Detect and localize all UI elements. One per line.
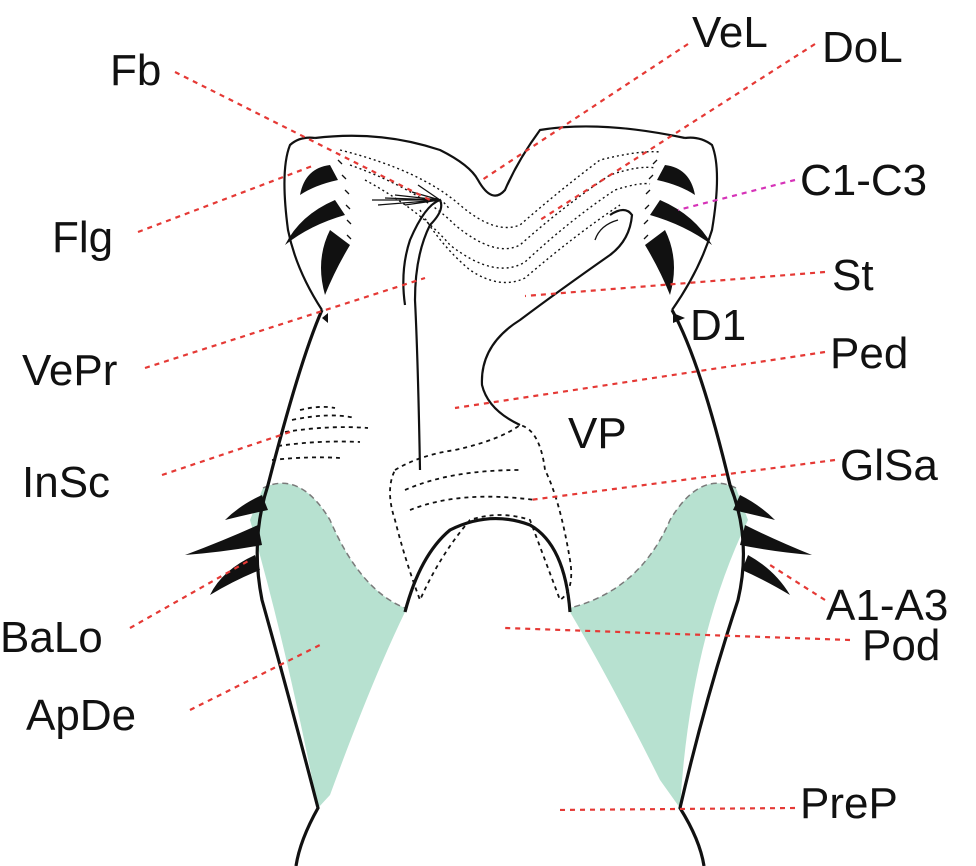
label-flg: Flg xyxy=(52,213,113,262)
apodeme-right-shade xyxy=(570,483,748,808)
label-prep: PreP xyxy=(800,779,898,828)
label-glsa: GlSa xyxy=(840,441,938,490)
ventral-process-stalk xyxy=(403,200,441,470)
hook-c3-right xyxy=(645,230,674,295)
leader-glsa xyxy=(530,460,835,500)
leader-vepr xyxy=(145,278,425,368)
label-st: St xyxy=(832,251,874,300)
velum-dotted-2 xyxy=(350,165,655,249)
label-insc: InSc xyxy=(22,458,110,507)
stylet-inner xyxy=(595,220,618,240)
leader-c1c3 xyxy=(678,180,795,210)
hook-c3-left xyxy=(321,230,350,295)
leader-flg xyxy=(138,165,315,232)
leader-dol xyxy=(540,44,815,220)
insertion-scar-1 xyxy=(300,407,335,410)
velum-top xyxy=(315,126,685,195)
glandular-sac-inner-1 xyxy=(405,470,520,490)
label-apde: ApDe xyxy=(26,691,136,740)
label-fb: Fb xyxy=(110,46,161,95)
hook-pegs-right xyxy=(644,160,657,239)
hook-a3-left xyxy=(210,555,260,595)
label-c1c3: C1-C3 xyxy=(800,156,927,205)
hook-c1-right xyxy=(657,165,695,195)
hook-a2-right xyxy=(740,525,812,555)
flagellum-brush xyxy=(372,185,440,205)
label-vp: VP xyxy=(568,409,627,458)
insertion-scar-5 xyxy=(272,457,340,460)
velum-dotted-1 xyxy=(340,150,660,228)
insertion-scar-3 xyxy=(285,427,368,432)
label-d1: D1 xyxy=(690,301,746,350)
leader-ped xyxy=(455,352,825,408)
insertion-scar-4 xyxy=(278,442,360,447)
label-dol: DoL xyxy=(822,23,903,72)
hook-a3-right xyxy=(742,555,790,595)
glandular-sac-inner-2 xyxy=(410,497,535,510)
leader-prep xyxy=(555,808,795,810)
velum-dotted-4 xyxy=(420,205,620,283)
label-ped: Ped xyxy=(830,329,908,378)
label-pod: Pod xyxy=(862,621,940,670)
label-vepr: VePr xyxy=(22,346,117,395)
hook-pegs-left xyxy=(338,160,351,239)
leader-fb xyxy=(175,72,430,200)
podomere-outline xyxy=(405,519,570,612)
hook-c1-left xyxy=(300,165,338,195)
hook-d1-left xyxy=(322,313,328,323)
label-vel: VeL xyxy=(692,8,768,57)
insertion-scar-2 xyxy=(292,415,355,420)
hook-a2-left xyxy=(185,525,262,555)
leader-vel xyxy=(482,44,688,180)
label-balo: BaLo xyxy=(0,613,103,662)
